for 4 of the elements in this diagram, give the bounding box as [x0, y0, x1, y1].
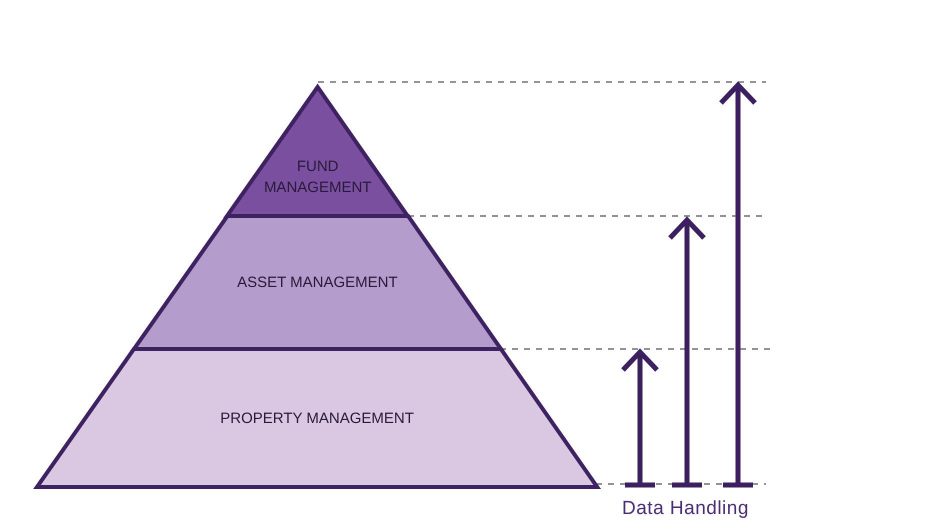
tier-label: FUND MANAGEMENT [262, 156, 372, 198]
axis-caption: Data Handling [622, 497, 749, 521]
tier-label: ASSET MANAGEMENT [236, 273, 399, 293]
tier-label: PROPERTY MANAGEMENT [219, 408, 415, 428]
